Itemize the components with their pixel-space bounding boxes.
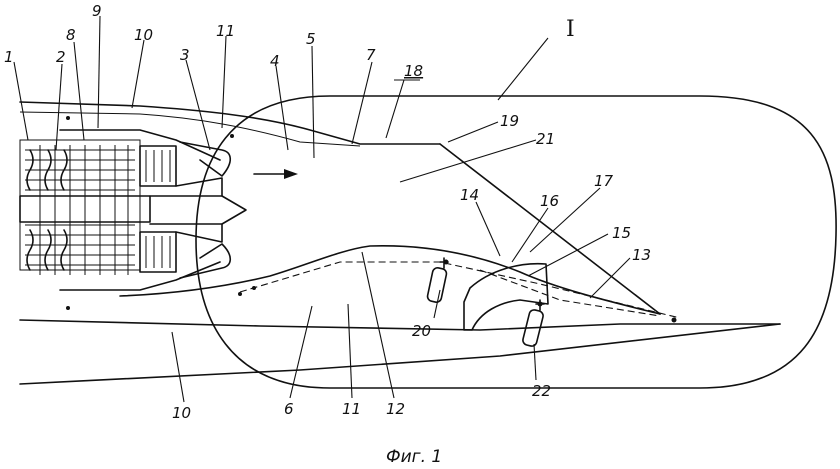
ref-16: 16 [540, 192, 559, 210]
rivet-dot [671, 317, 677, 323]
rivet-dot [238, 292, 242, 296]
ref-8: 8 [66, 26, 76, 44]
ref-11-bottom: 11 [342, 400, 361, 418]
ref-1: 1 [4, 48, 14, 66]
bypass-lip-lower [179, 243, 232, 279]
lower-fairing-contour [119, 244, 661, 315]
ref-13: 13 [632, 246, 651, 264]
ref-21: 21 [536, 130, 555, 148]
rivet-dot [252, 286, 256, 290]
engine-core [19, 129, 221, 291]
ref-10-top: 10 [134, 26, 153, 44]
ref-12: 12 [386, 400, 405, 418]
ref-7: 7 [366, 46, 376, 64]
ref-2: 2 [56, 48, 66, 66]
lower-fairing-dashed [239, 261, 681, 319]
ref-14: 14 [460, 186, 479, 204]
nacelle-lower-skin [19, 319, 781, 331]
rivet-dot [66, 116, 70, 120]
exhaust-cone [149, 195, 247, 225]
rivet-dot [66, 306, 70, 310]
nacelle-upper-inner [19, 111, 361, 147]
ref-22: 22 [532, 382, 551, 400]
actuator-22 [522, 299, 545, 347]
ref-19: 19 [500, 112, 519, 130]
ref-6: 6 [284, 400, 294, 418]
core-nozzle-lower [175, 223, 223, 243]
ref-5: 5 [306, 30, 316, 48]
rivet-dot [230, 134, 234, 138]
detail-mark: I [566, 17, 575, 42]
nozzle-outer-line [439, 143, 661, 315]
body-bottom-line [19, 323, 781, 385]
flap-16 [463, 262, 549, 331]
lower-fairing-dashed-2 [479, 269, 661, 317]
ref-3: 3 [180, 46, 190, 64]
ref-4: 4 [270, 52, 280, 70]
leader-lines [13, 15, 631, 403]
bypass-lip-upper [179, 141, 232, 177]
ref-10-bottom: 10 [172, 404, 191, 422]
ref-20: 20 [412, 322, 431, 340]
flow-arrow [253, 169, 298, 179]
ref-15: 15 [612, 224, 631, 242]
actuator-20 [426, 257, 449, 303]
ref-9: 9 [92, 2, 102, 20]
figure-caption: Фиг. 1 [386, 447, 442, 467]
nacelle-upper-skin [19, 101, 441, 145]
ref-18: 18 [404, 62, 423, 80]
ref-17: 17 [594, 172, 614, 190]
core-nozzle-upper [175, 177, 223, 197]
ref-11-top: 11 [216, 22, 235, 40]
